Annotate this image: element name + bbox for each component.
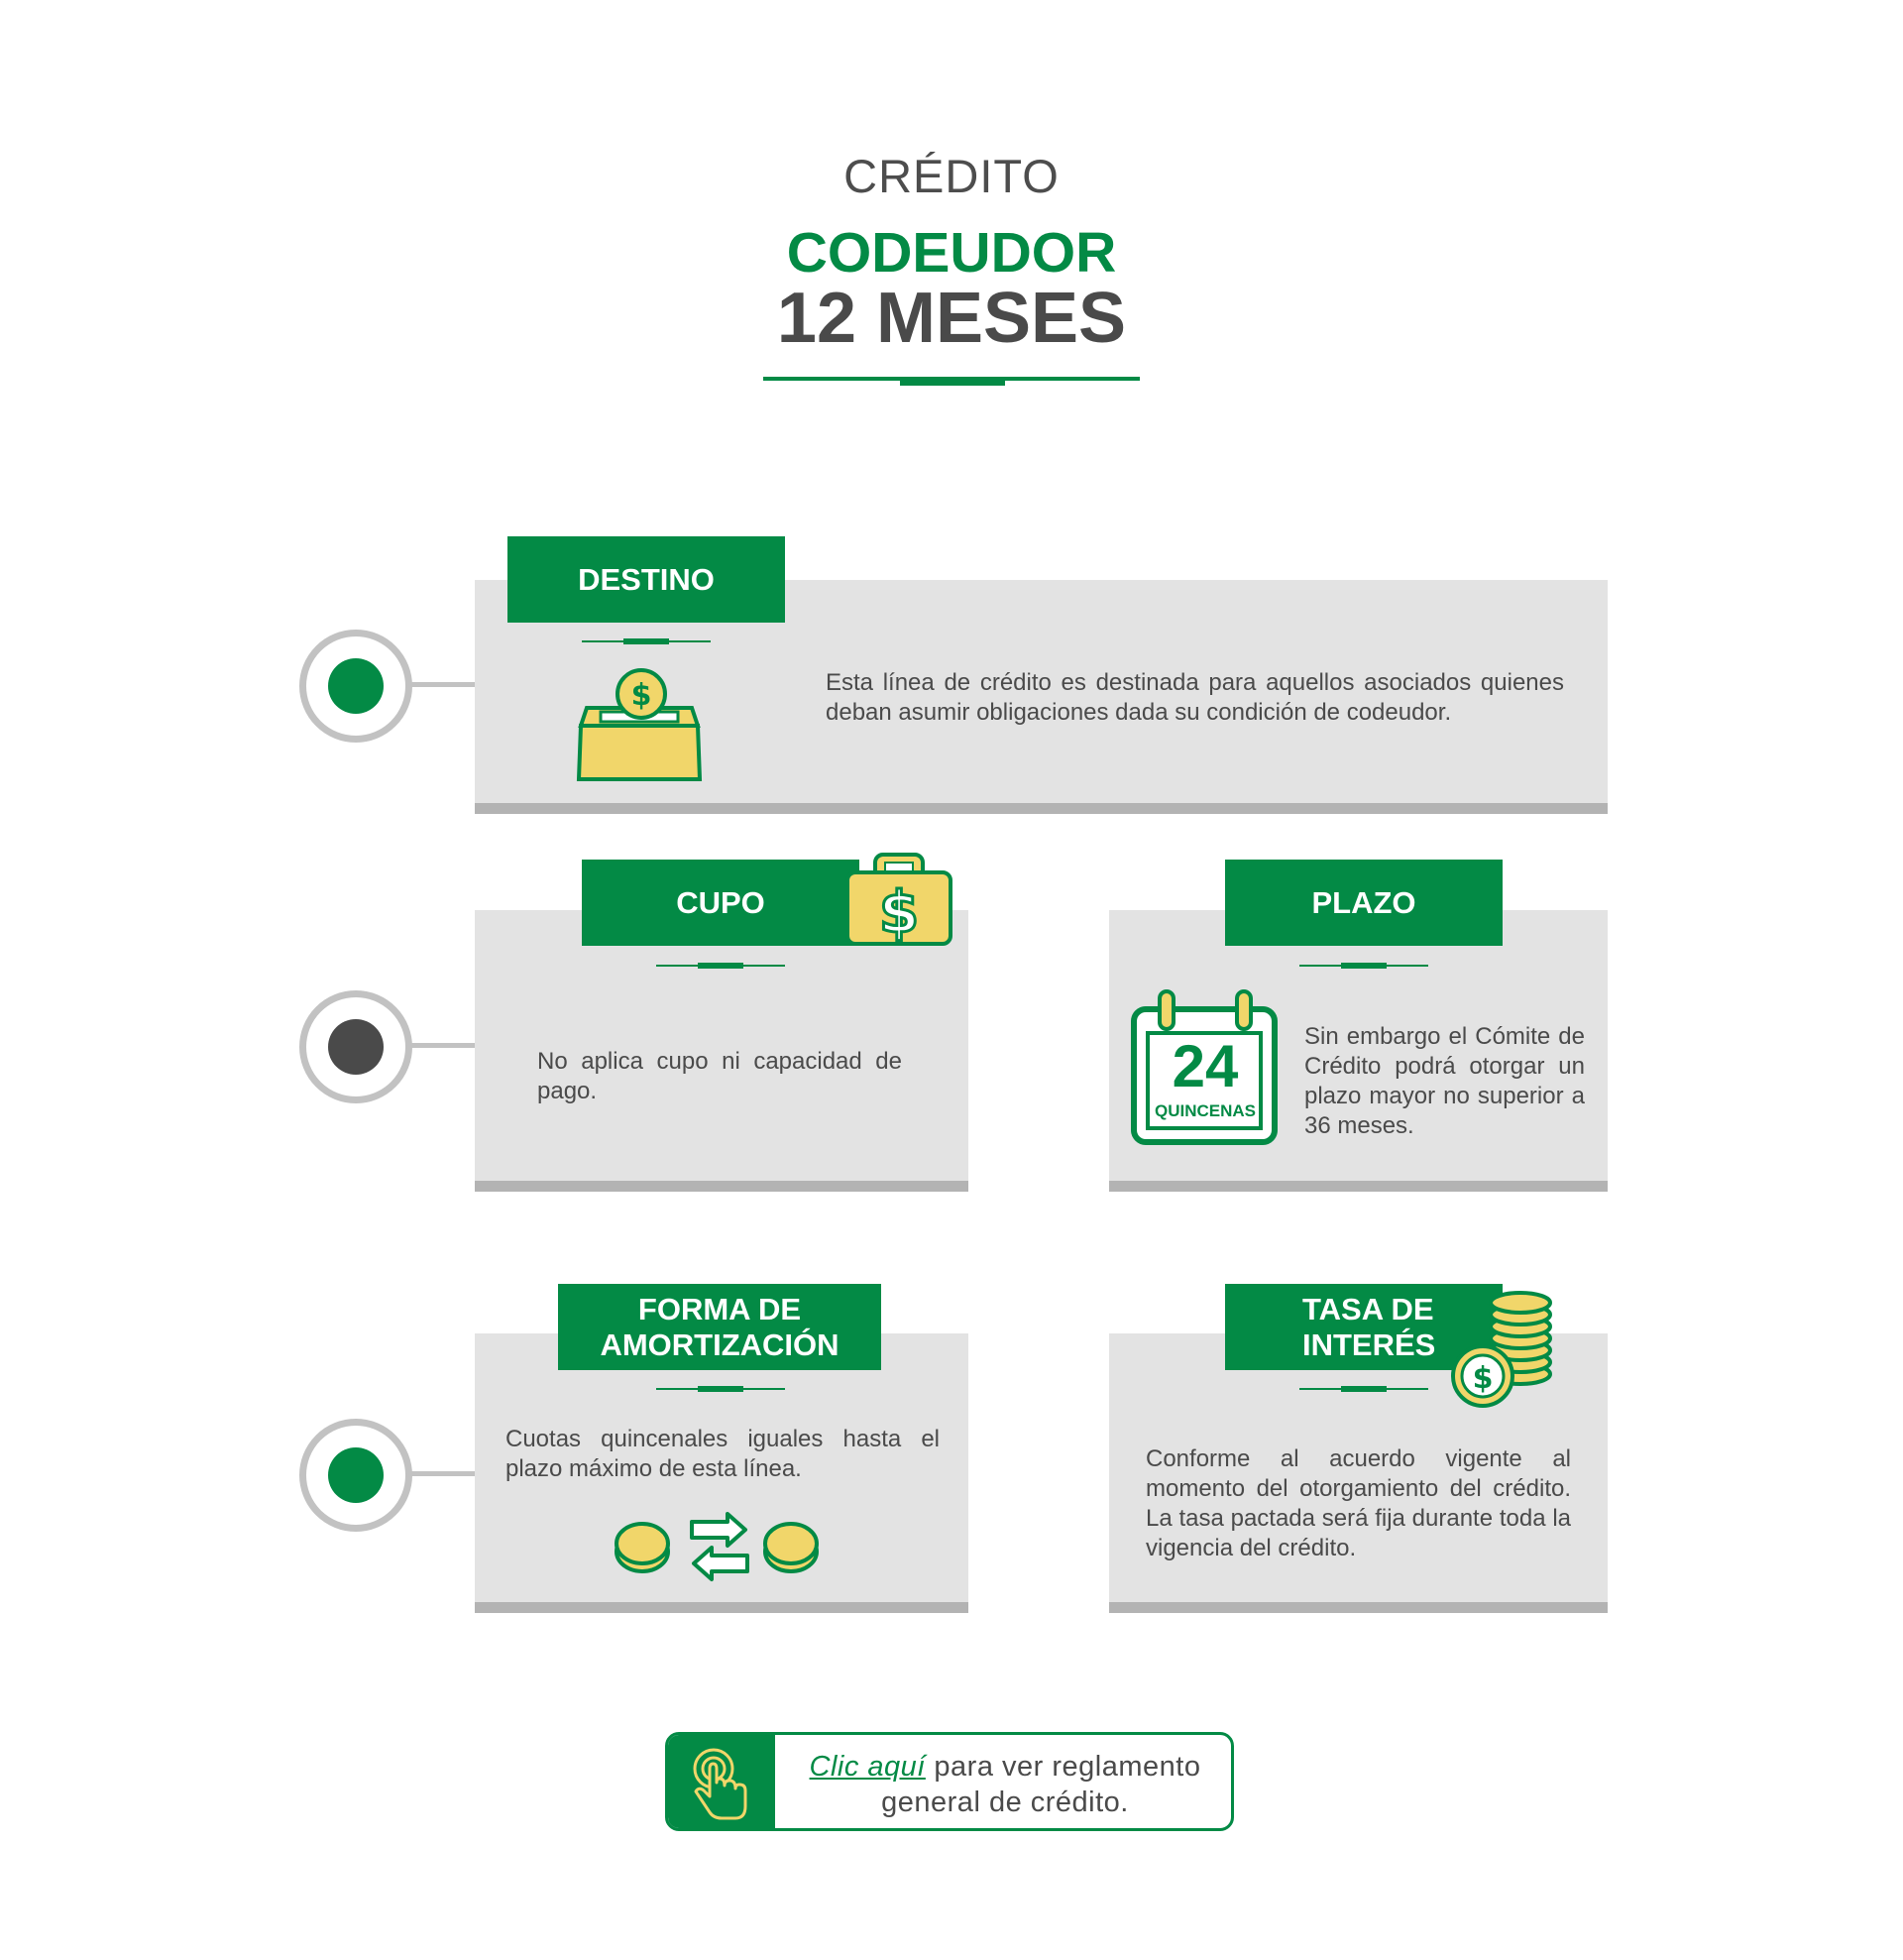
- card-bottom-bar: [475, 803, 1608, 814]
- calendar-icon: 24 QUINCENAS: [1130, 987, 1281, 1148]
- card-forma-title-line2: AMORTIZACIÓN: [600, 1326, 840, 1362]
- card-tasa-title-line1: TASA DE: [1302, 1291, 1434, 1326]
- cta-text-line2: general de crédito.: [881, 1787, 1129, 1818]
- card-destino-text: Esta línea de crédito es destinada para …: [826, 669, 1564, 726]
- money-box-icon: $: [576, 668, 703, 781]
- card-plazo-title: PLAZO: [1225, 860, 1503, 946]
- timeline-marker-1: [299, 630, 412, 743]
- timeline-marker-3: [299, 1419, 412, 1532]
- coins-exchange-icon: [615, 1512, 819, 1581]
- card-cupo-text: No aplica cupo ni capacidad de pago.: [537, 1048, 902, 1104]
- cta-text-line1: para ver reglamento: [925, 1751, 1201, 1783]
- card-bottom-bar: [1109, 1602, 1608, 1613]
- card-plazo-text: Sin embargo el Cómite de Crédito podrá o…: [1304, 1023, 1585, 1139]
- timeline-marker-2: [299, 990, 412, 1103]
- timeline-connector: [410, 1471, 476, 1476]
- reglamento-cta[interactable]: Clic aquí para ver reglamento general de…: [665, 1732, 1234, 1831]
- header-subtitle: 12 MESES: [776, 279, 1127, 358]
- card-cupo: [475, 910, 968, 1181]
- money-briefcase-icon: $: [845, 853, 952, 948]
- title-underline-accent: [698, 963, 743, 969]
- svg-text:$: $: [879, 878, 919, 946]
- card-tasa-title-line2: INTERÉS: [1302, 1326, 1436, 1362]
- card-forma-text: Cuotas quincenales iguales hasta el plaz…: [505, 1426, 940, 1482]
- svg-text:$: $: [1473, 1361, 1494, 1396]
- card-destino-title: DESTINO: [507, 536, 785, 623]
- card-bottom-bar: [1109, 1181, 1608, 1192]
- coin-stack-icon: $: [1451, 1291, 1552, 1408]
- cta-icon-box: [668, 1735, 775, 1828]
- timeline-dot-gray: [328, 1019, 384, 1075]
- header-title: CODEUDOR: [786, 221, 1117, 285]
- card-cupo-title: CUPO: [582, 860, 859, 946]
- card-forma-title: FORMA DE AMORTIZACIÓN: [558, 1284, 881, 1370]
- title-underline-accent: [1341, 1386, 1387, 1392]
- title-underline-accent: [623, 638, 669, 644]
- title-underline-accent: [1341, 963, 1387, 969]
- cta-text: Clic aquí para ver reglamento general de…: [787, 1749, 1223, 1820]
- card-tasa-title: TASA DE INTERÉS: [1225, 1284, 1503, 1370]
- header-divider-accent: [900, 377, 1005, 386]
- card-bottom-bar: [475, 1602, 968, 1613]
- timeline-connector: [410, 1043, 476, 1048]
- timeline-dot-green: [328, 658, 384, 714]
- card-bottom-bar: [475, 1181, 968, 1192]
- header-supertitle: CRÉDITO: [843, 150, 1060, 202]
- calendar-number: 24: [1172, 1033, 1239, 1099]
- timeline-dot-green: [328, 1447, 384, 1503]
- timeline-connector: [410, 682, 476, 687]
- title-underline-accent: [698, 1386, 743, 1392]
- card-forma-title-line1: FORMA DE: [637, 1291, 802, 1326]
- calendar-label: QUINCENAS: [1154, 1101, 1256, 1120]
- card-tasa-text: Conforme al acuerdo vigente al momento d…: [1146, 1445, 1571, 1561]
- tap-hand-icon: [693, 1748, 747, 1820]
- svg-text:$: $: [631, 678, 652, 713]
- reglamento-link[interactable]: Clic aquí: [809, 1751, 926, 1783]
